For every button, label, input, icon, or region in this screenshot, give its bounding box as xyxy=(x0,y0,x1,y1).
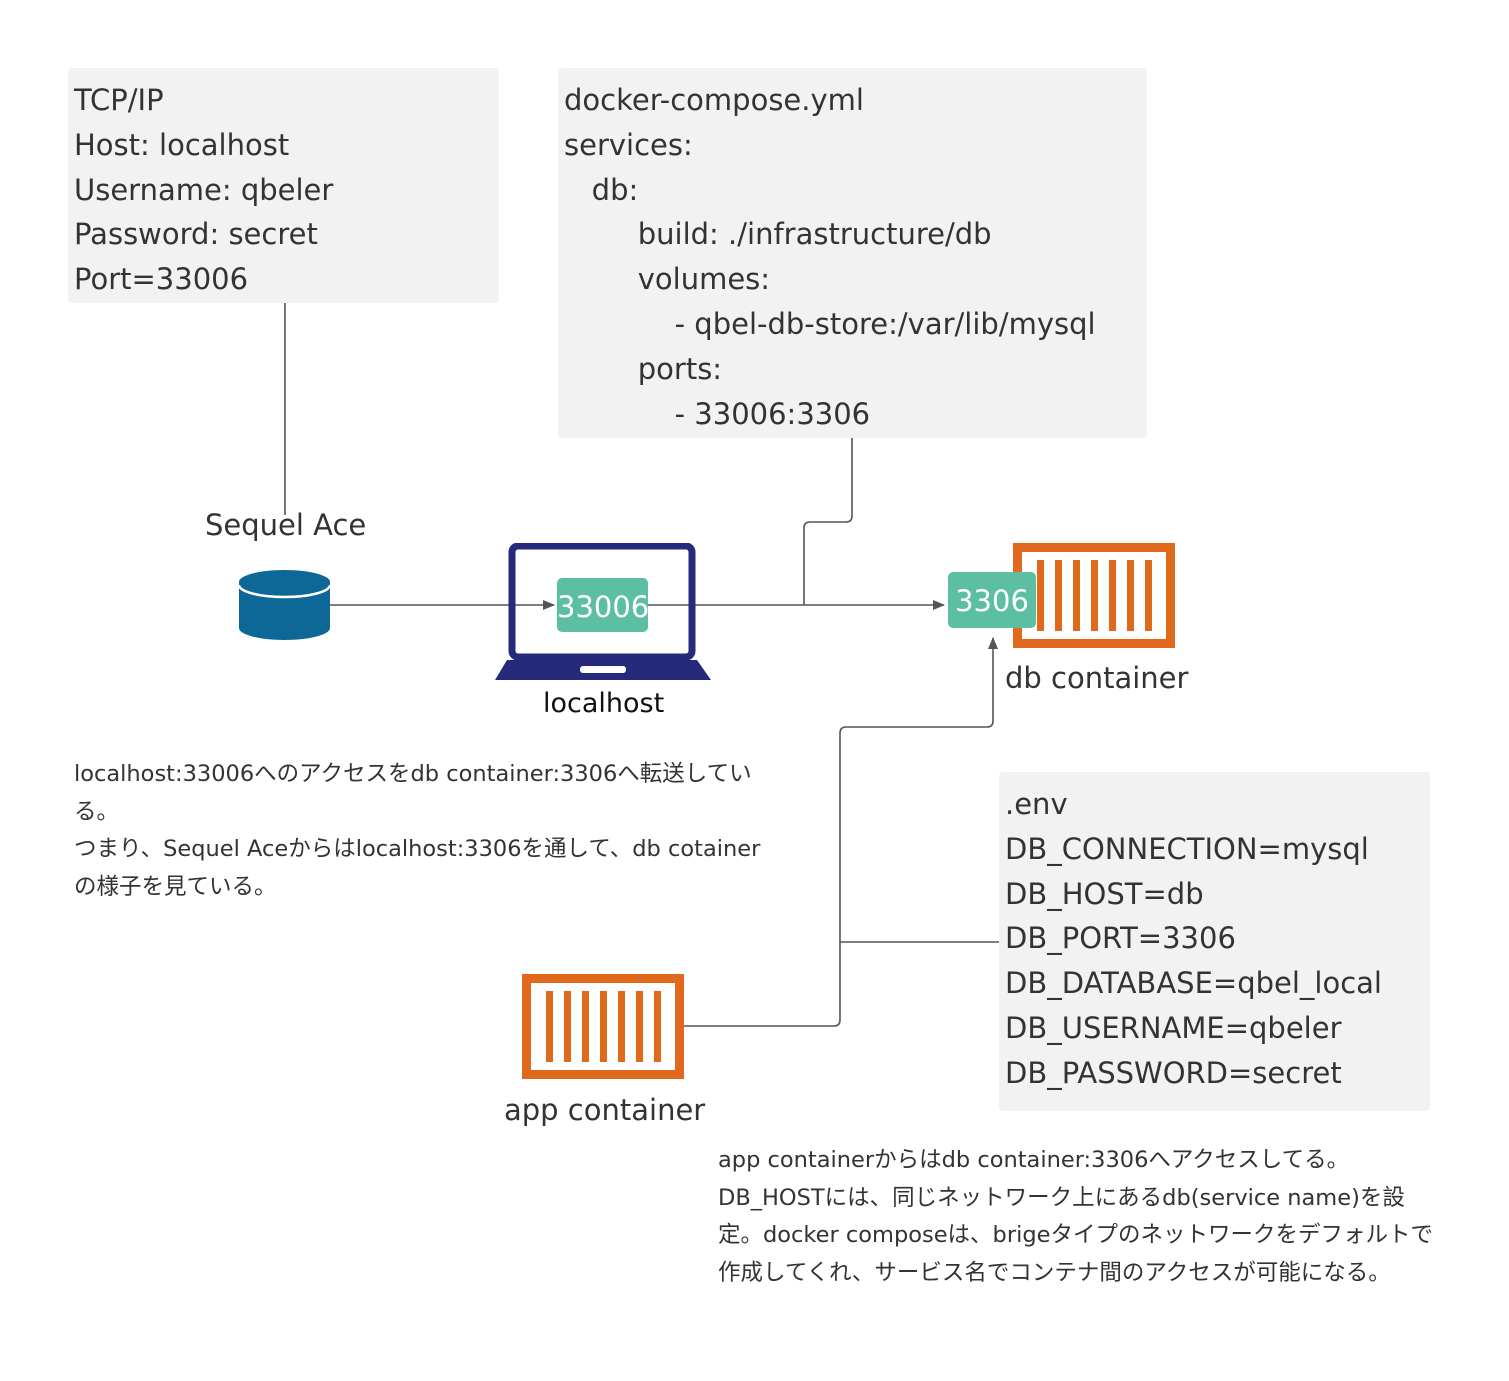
note-line: DB_DATABASE=qbel_local xyxy=(1005,966,1382,1001)
note-line: - qbel-db-store:/var/lib/mysql xyxy=(564,306,1096,341)
note-line: Password: secret xyxy=(74,217,318,252)
note-line: DB_PASSWORD=secret xyxy=(1005,1055,1342,1090)
note-line: services: xyxy=(564,127,693,162)
note-line: ports: xyxy=(564,351,723,386)
note-line: DB_CONNECTION=mysql xyxy=(1005,831,1369,866)
docker-compose-note: docker-compose.yml services: db: build: … xyxy=(558,68,1147,438)
note-line: Username: qbeler xyxy=(74,172,334,207)
note-line: docker-compose.yml xyxy=(564,83,864,117)
note-line: db: xyxy=(564,172,639,207)
db-container-label: db container xyxy=(1005,661,1189,695)
app-container-label: app container xyxy=(504,1093,706,1127)
note-line: Port=33006 xyxy=(74,262,249,297)
note-line: build: ./infrastructure/db xyxy=(564,217,992,252)
db-container-icon xyxy=(1013,543,1175,648)
container-port-badge: 3306 xyxy=(948,572,1036,628)
sequel-ace-label: Sequel Ace xyxy=(205,508,367,542)
host-port-badge: 33006 xyxy=(557,578,649,632)
note-line: - 33006:3306 xyxy=(564,396,871,431)
note-line: Host: localhost xyxy=(74,127,290,162)
app-to-db-arrow xyxy=(683,637,998,1027)
networking-explanation: app containerからはdb container:3306へアクセスして… xyxy=(718,1147,1433,1286)
note-line: DB_PORT=3306 xyxy=(1005,921,1236,956)
note-line: volumes: xyxy=(564,262,771,297)
note-line: TCP/IP xyxy=(74,83,164,117)
app-container-icon xyxy=(522,974,684,1079)
compose-note-connector xyxy=(803,438,853,605)
laptop-icon xyxy=(495,543,711,680)
localhost-label: localhost xyxy=(543,688,665,719)
env-file-note: .env DB_CONNECTION=mysql DB_HOST=db DB_P… xyxy=(999,772,1430,1111)
forwarding-explanation: localhost:33006へのアクセスをdb container:3306へ… xyxy=(74,761,761,900)
tcp-connection-note: TCP/IP Host: localhost Username: qbeler … xyxy=(68,68,499,303)
database-icon xyxy=(237,570,332,640)
note-line: DB_USERNAME=qbeler xyxy=(1005,1010,1342,1045)
note-line: .env xyxy=(1005,787,1068,821)
note-line: DB_HOST=db xyxy=(1005,876,1204,911)
